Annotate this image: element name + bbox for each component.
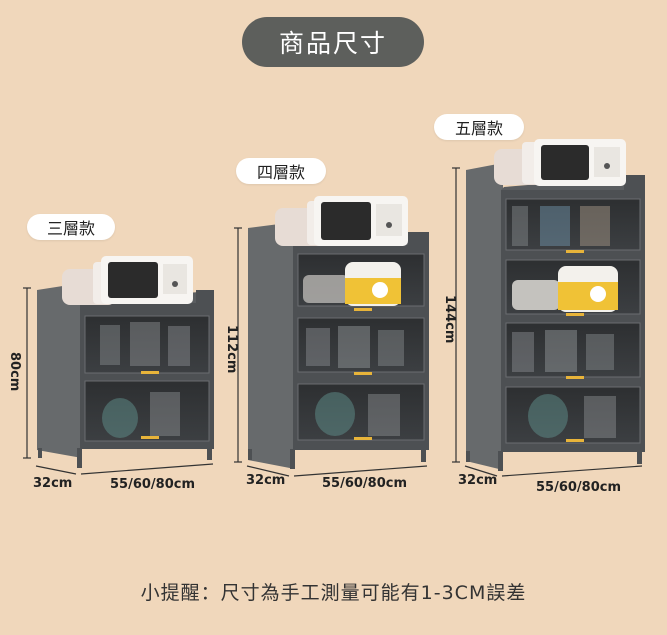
depth-dimension-five-tier: 32cm (458, 473, 498, 488)
width-dimension-four-tier: 55/60/80cm (322, 476, 408, 491)
variant-label-four-tier: 四層款 (236, 158, 326, 184)
variant-label-five-tier: 五層款 (434, 114, 524, 140)
cabinet-three-tier (37, 256, 214, 468)
cabinet-four-tier (248, 196, 429, 469)
height-dimension-three-tier: 80cm (7, 352, 22, 392)
dimension-lines (23, 167, 643, 477)
width-dimension-five-tier: 55/60/80cm (536, 480, 622, 495)
height-dimension-four-tier: 112cm (224, 325, 239, 374)
measurement-note: 小提醒：尺寸為手工測量可能有1-3CM誤差 (140, 582, 527, 604)
width-dimension-three-tier: 55/60/80cm (110, 477, 196, 492)
depth-dimension-four-tier: 32cm (246, 473, 286, 488)
height-dimension-five-tier: 144cm (442, 295, 457, 344)
variant-label-three-tier: 三層款 (27, 214, 115, 240)
depth-dimension-three-tier: 32cm (33, 476, 73, 491)
cabinet-five-tier (466, 139, 645, 471)
page-title: 商品尺寸 (242, 17, 424, 67)
